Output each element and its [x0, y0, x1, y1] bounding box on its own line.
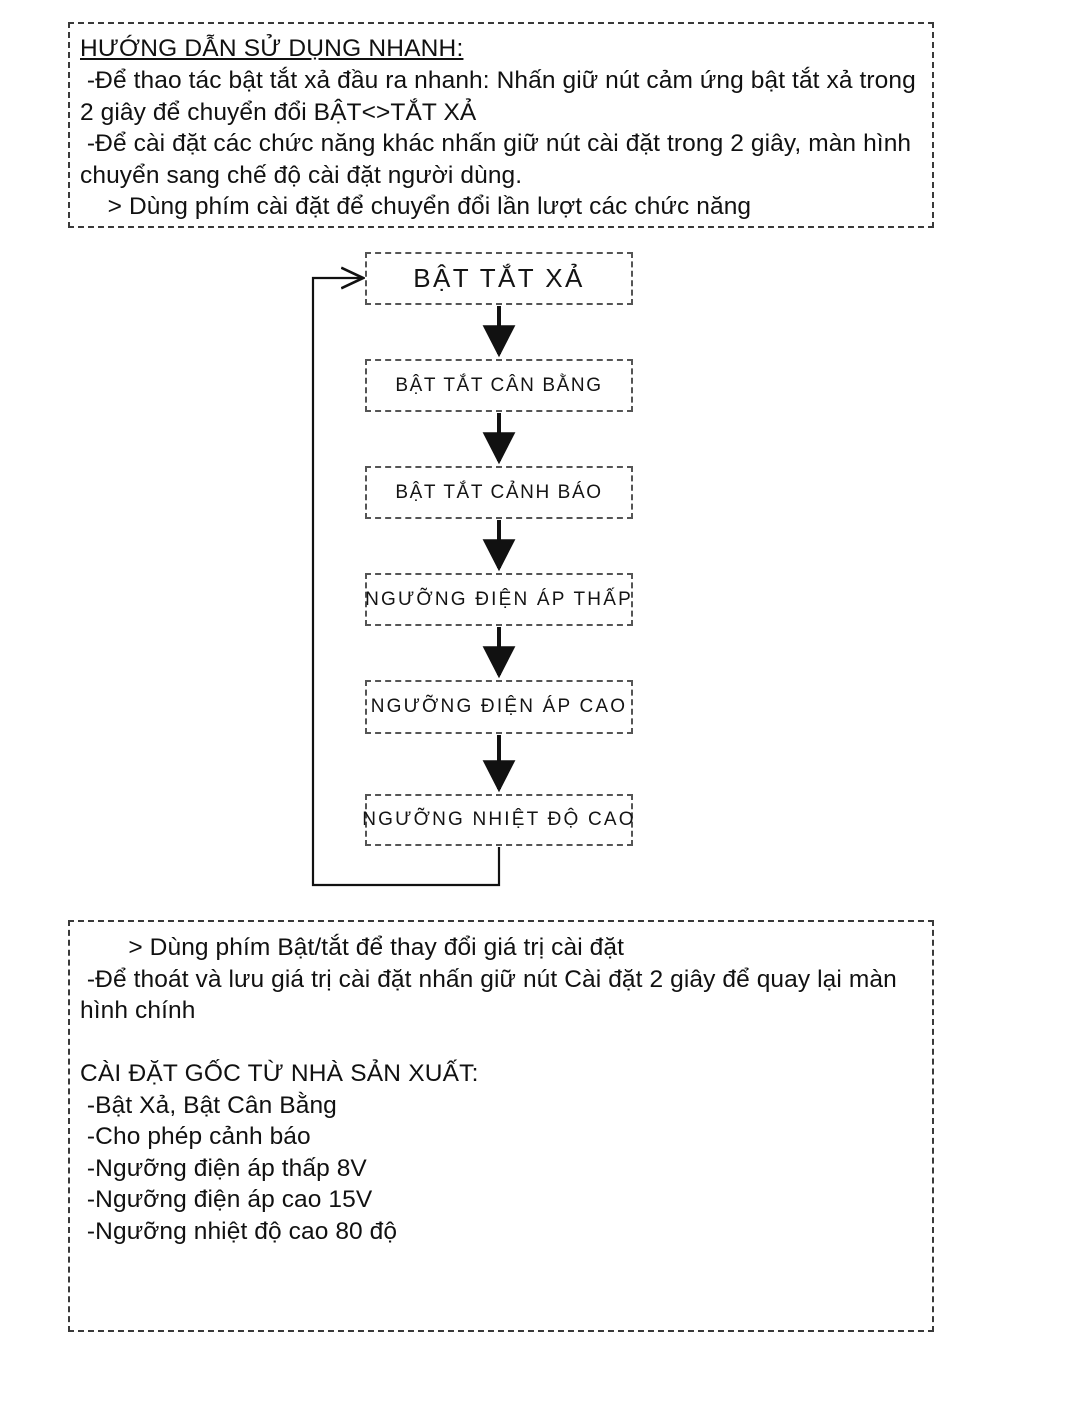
quick-guide-panel: HƯỚNG DẪN SỬ DỤNG NHANH: -Để thao tác bậ… [68, 22, 934, 228]
flow-node-bat-tat-canh-bao[interactable]: BẬT TẮT CẢNH BÁO [365, 466, 633, 519]
quick-guide-line-1: -Để thao tác bật tắt xả đầu ra nhanh: Nh… [80, 67, 923, 126]
flow-node-bat-tat-can-bang[interactable]: BẬT TẮT CÂN BẰNG [365, 359, 633, 412]
panel-spacer [80, 1027, 922, 1057]
factory-setting-item: -Cho phép cảnh báo [80, 1123, 311, 1150]
quick-guide-line-2: -Để cài đặt các chức năng khác nhấn giữ … [80, 130, 919, 189]
factory-setting-item: -Ngưỡng điện áp thấp 8V [80, 1154, 367, 1182]
flow-node-label: BẬT TẮT CẢNH BÁO [395, 481, 603, 503]
flow-node-label: BẬT TẮT XẢ [413, 263, 585, 293]
quick-guide-heading: HƯỚNG DẪN SỬ DỤNG NHANH: [80, 35, 464, 62]
factory-setting-item: -Ngưỡng nhiệt độ cao 80 độ [80, 1217, 398, 1245]
factory-setting-item: -Ngưỡng điện áp cao 15V [80, 1186, 373, 1213]
quick-guide-line-3: > Dùng phím cài đặt để chuyển đổi lần lư… [80, 193, 752, 220]
settings-note-line-2: -Để thoát và lưu giá trị cài đặt nhấn gi… [80, 965, 904, 1025]
settings-note-line-1: > Dùng phím Bật/tắt để thay đổi giá trị … [80, 934, 625, 961]
flow-node-nguong-dien-ap-cao[interactable]: NGƯỠNG ĐIỆN ÁP CAO [365, 680, 633, 734]
flow-node-label: NGƯỠNG ĐIỆN ÁP THẤP [365, 588, 633, 610]
settings-notes-panel: > Dùng phím Bật/tắt để thay đổi giá trị … [68, 920, 934, 1332]
flow-node-label: BẬT TẮT CÂN BẰNG [395, 374, 603, 396]
flow-node-bat-tat-xa[interactable]: BẬT TẮT XẢ [365, 252, 633, 305]
flow-node-label: NGƯỠNG NHIỆT ĐỘ CAO [362, 809, 636, 830]
flow-node-nguong-dien-ap-thap[interactable]: NGƯỠNG ĐIỆN ÁP THẤP [365, 573, 633, 626]
flow-node-nguong-nhiet-do-cao[interactable]: NGƯỠNG NHIỆT ĐỘ CAO [362, 794, 636, 846]
flow-node-label: NGƯỠNG ĐIỆN ÁP CAO [370, 696, 628, 717]
factory-settings-heading: CÀI ĐẶT GỐC TỪ NHÀ SẢN XUẤT: [80, 1059, 479, 1087]
factory-setting-item: -Bật Xả, Bật Cân Bằng [80, 1091, 337, 1119]
